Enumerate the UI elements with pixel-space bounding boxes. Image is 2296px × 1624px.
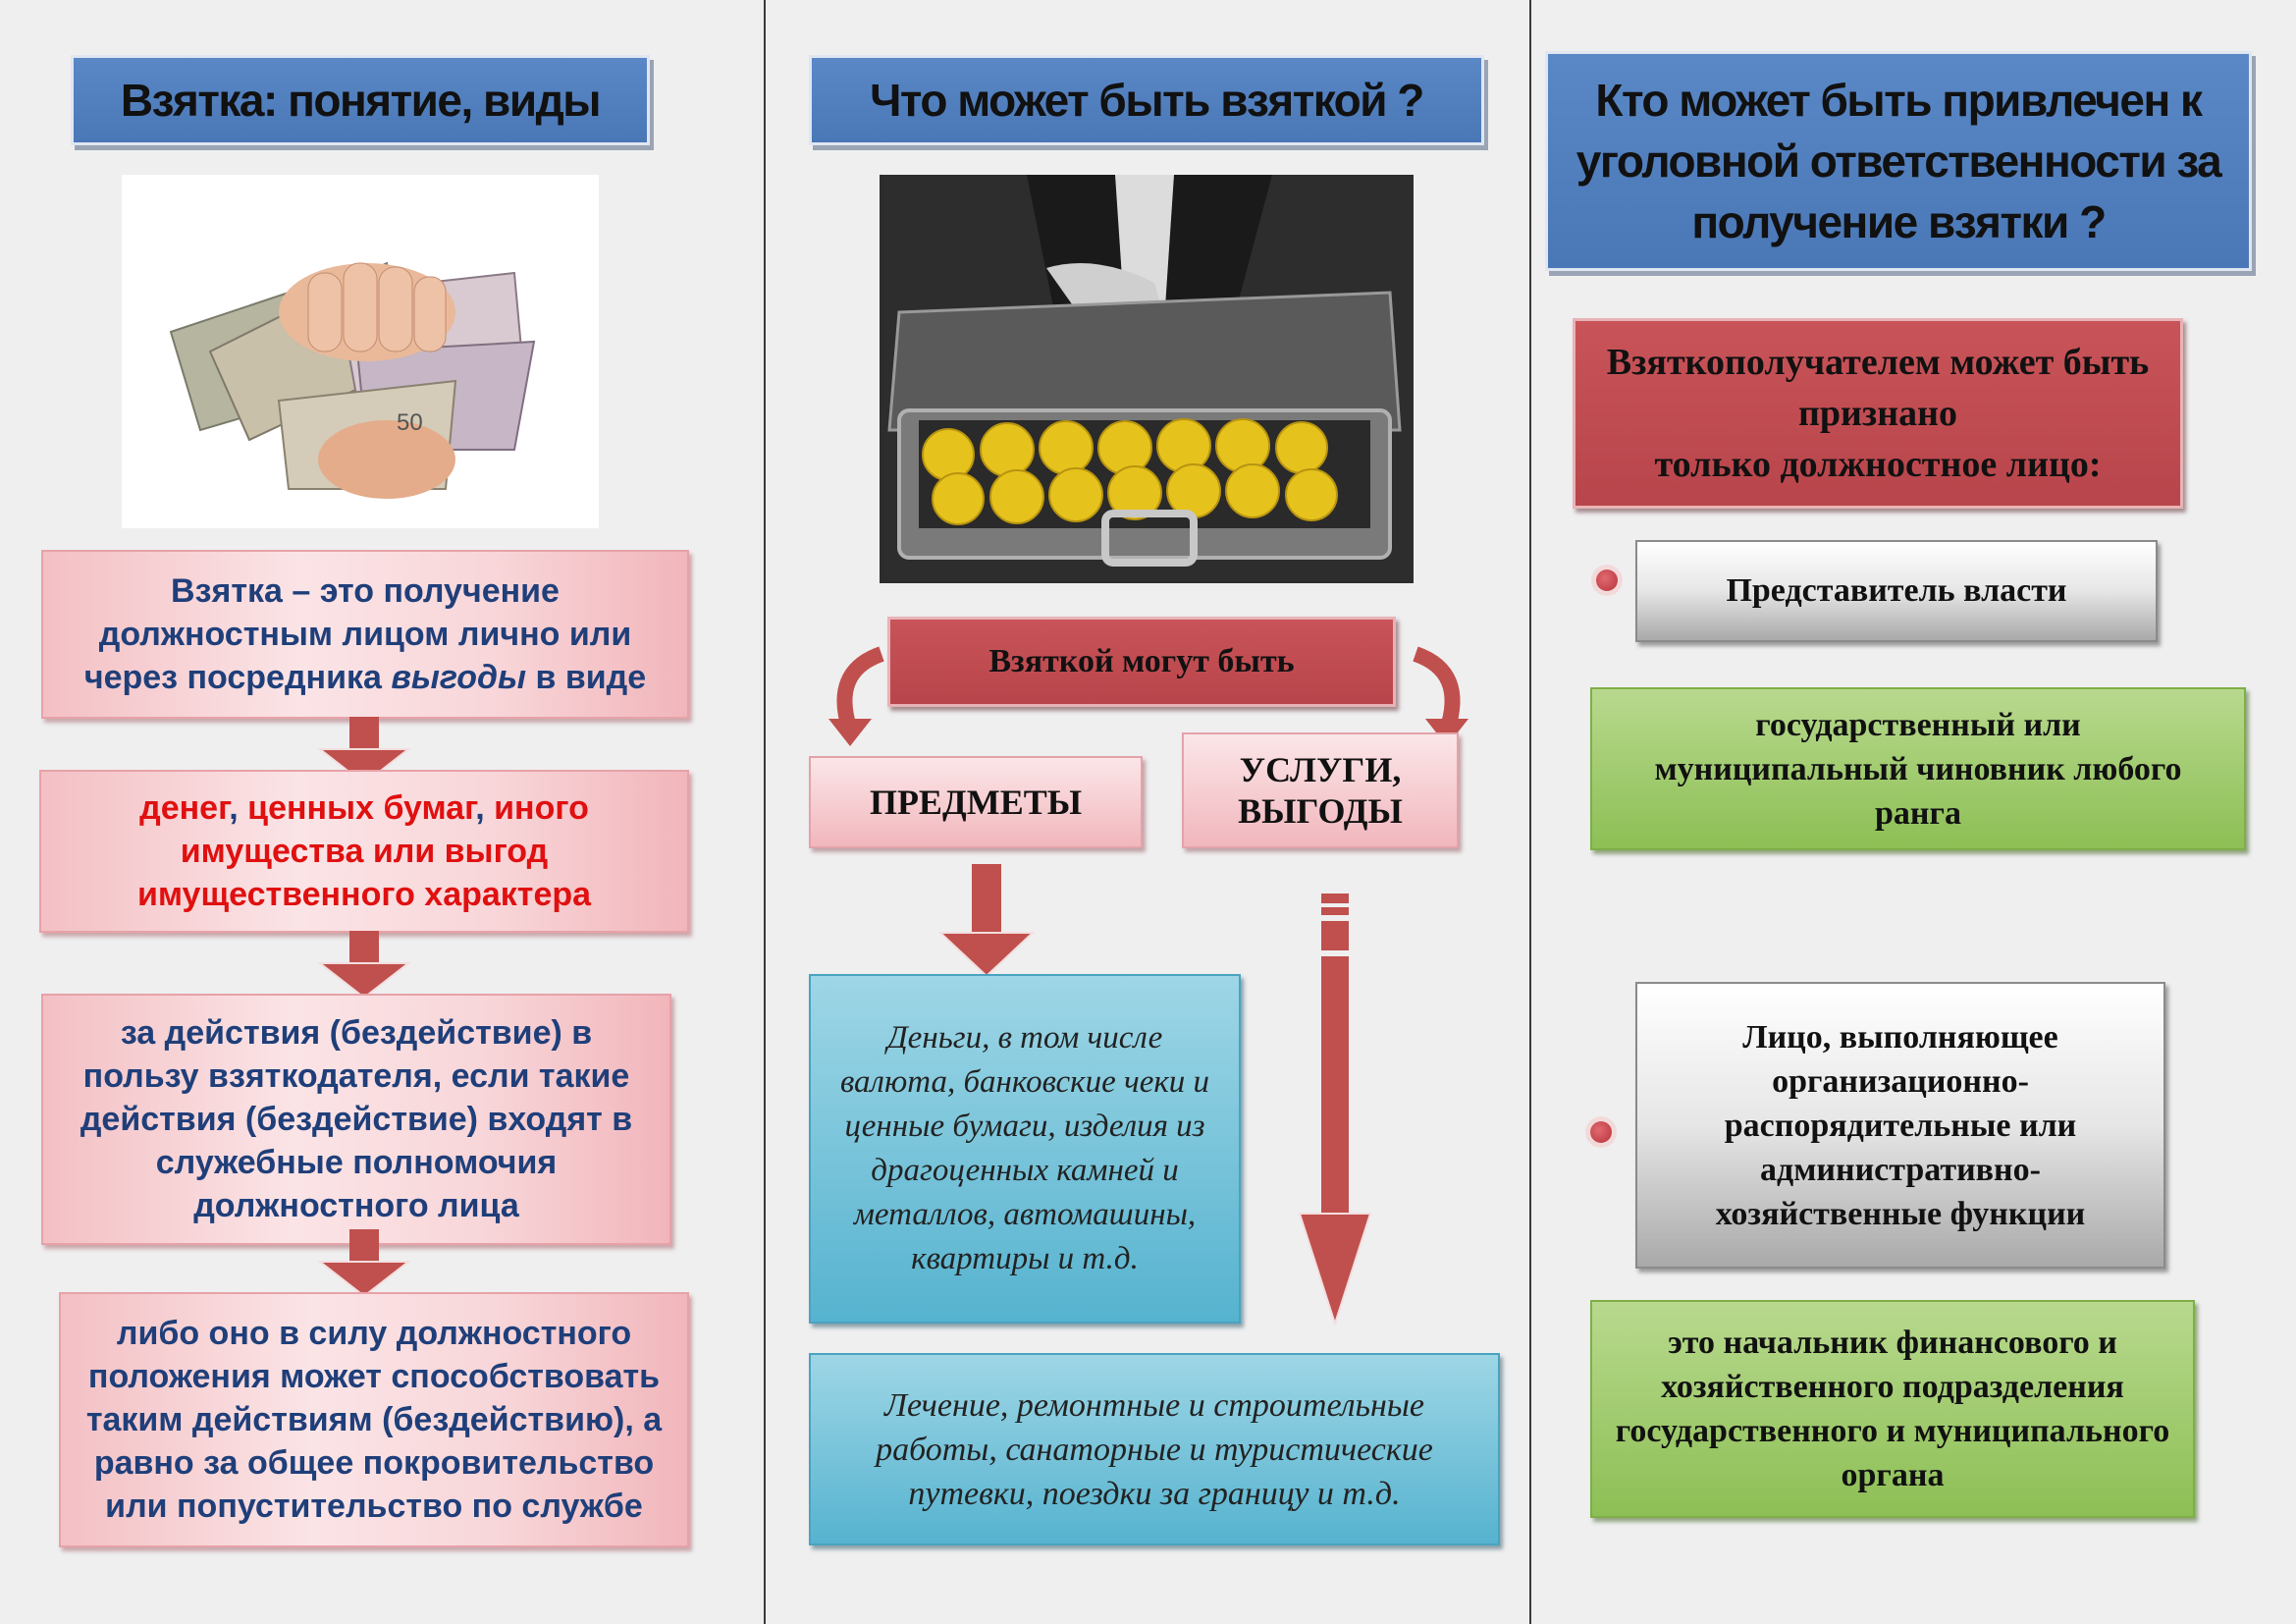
authority-representative-text: Представитель власти [1726, 572, 2067, 609]
admin-description-box: это начальник финансового и хозяйственно… [1590, 1300, 2195, 1518]
services-label-text: УСЛУГИ, ВЫГОДЫ [1238, 750, 1403, 831]
col2-header-text: Что может быть взяткой ? [870, 75, 1424, 126]
bribe-actions-text: за действия (бездействие) в пользу взятк… [80, 1014, 633, 1224]
services-description-text: Лечение, ремонтные и строительные работы… [876, 1386, 1433, 1512]
items-label-box: ПРЕДМЕТЫ [809, 756, 1143, 848]
col3-header: Кто может быть привлечен к уголовной отв… [1545, 51, 2252, 271]
bribe-patronage-box: либо оно в силу должностного положения м… [59, 1292, 689, 1547]
down-arrow-2 [317, 931, 411, 1000]
column-divider-2 [1529, 0, 1531, 1624]
forms-money: денег [139, 789, 230, 827]
forms-securities: ценных бумаг [247, 789, 476, 827]
admin-description-text: это начальник финансового и хозяйственно… [1615, 1325, 2170, 1493]
col3-header-text: Кто может быть привлечен к уголовной отв… [1575, 75, 2222, 247]
bribe-actions-box: за действия (бездействие) в пользу взятк… [41, 994, 671, 1245]
forms-separator-1: , [229, 789, 248, 827]
admin-functions-text: Лицо, выполняющее организационно-распоря… [1715, 1018, 2086, 1232]
col2-header: Что может быть взяткой ? [809, 55, 1484, 145]
col1-header-text: Взятка: понятие, виды [120, 75, 602, 126]
bullet-icon [1590, 1121, 1612, 1143]
may-be-bribe-text: Взяткой могут быть [988, 643, 1295, 679]
authority-representative-box: Представитель власти [1635, 540, 2158, 642]
bribe-forms-text: денег, ценных бумаг, иного имущества или… [61, 786, 667, 916]
items-down-arrow [937, 864, 1036, 978]
svg-text:50: 50 [397, 409, 423, 436]
definition-part-1: Взятка – это получение должностным лицом… [83, 572, 632, 696]
bullet-icon [1596, 569, 1618, 591]
definition-part-2: в виде [526, 659, 647, 696]
representative-description-box: государственный или муниципальный чиновн… [1590, 687, 2246, 850]
official-only-text: Взяткополучателем может быть признано то… [1606, 342, 2150, 485]
bribe-definition-text: Взятка – это получение должностным лицом… [63, 569, 667, 699]
representative-description-text: государственный или муниципальный чиновн… [1654, 706, 2182, 832]
items-description-box: Деньги, в том числе валюта, банковские ч… [809, 974, 1241, 1324]
admin-functions-box: Лицо, выполняющее организационно-распоря… [1635, 982, 2165, 1269]
definition-benefit-word: выгоды [391, 659, 527, 696]
services-label-box: УСЛУГИ, ВЫГОДЫ [1182, 732, 1459, 848]
services-down-arrow [1298, 893, 1372, 1326]
down-arrow-1 [317, 717, 411, 785]
official-only-box: Взяткополучателем может быть признано то… [1573, 318, 2183, 509]
hand-with-money-icon: 50 [122, 175, 599, 528]
items-description-text: Деньги, в том числе валюта, банковские ч… [839, 1020, 1210, 1276]
items-label-text: ПРЕДМЕТЫ [869, 783, 1083, 822]
services-description-box: Лечение, ремонтные и строительные работы… [809, 1353, 1500, 1545]
bribe-patronage-text: либо оно в силу должностного положения м… [85, 1315, 663, 1525]
down-arrow-3 [317, 1229, 411, 1298]
forms-property: иного имущества или выгод имущественного… [136, 789, 592, 913]
column-divider-1 [764, 0, 766, 1624]
bribe-forms-box: денег, ценных бумаг, иного имущества или… [39, 770, 689, 933]
curved-arrow-left [828, 646, 884, 746]
bribe-definition-box: Взятка – это получение должностным лицом… [41, 550, 689, 719]
forms-separator-2: , [475, 789, 495, 827]
may-be-bribe-box: Взяткой могут быть [887, 617, 1396, 707]
briefcase-with-oranges-icon [880, 175, 1414, 583]
col1-header: Взятка: понятие, виды [71, 55, 650, 145]
